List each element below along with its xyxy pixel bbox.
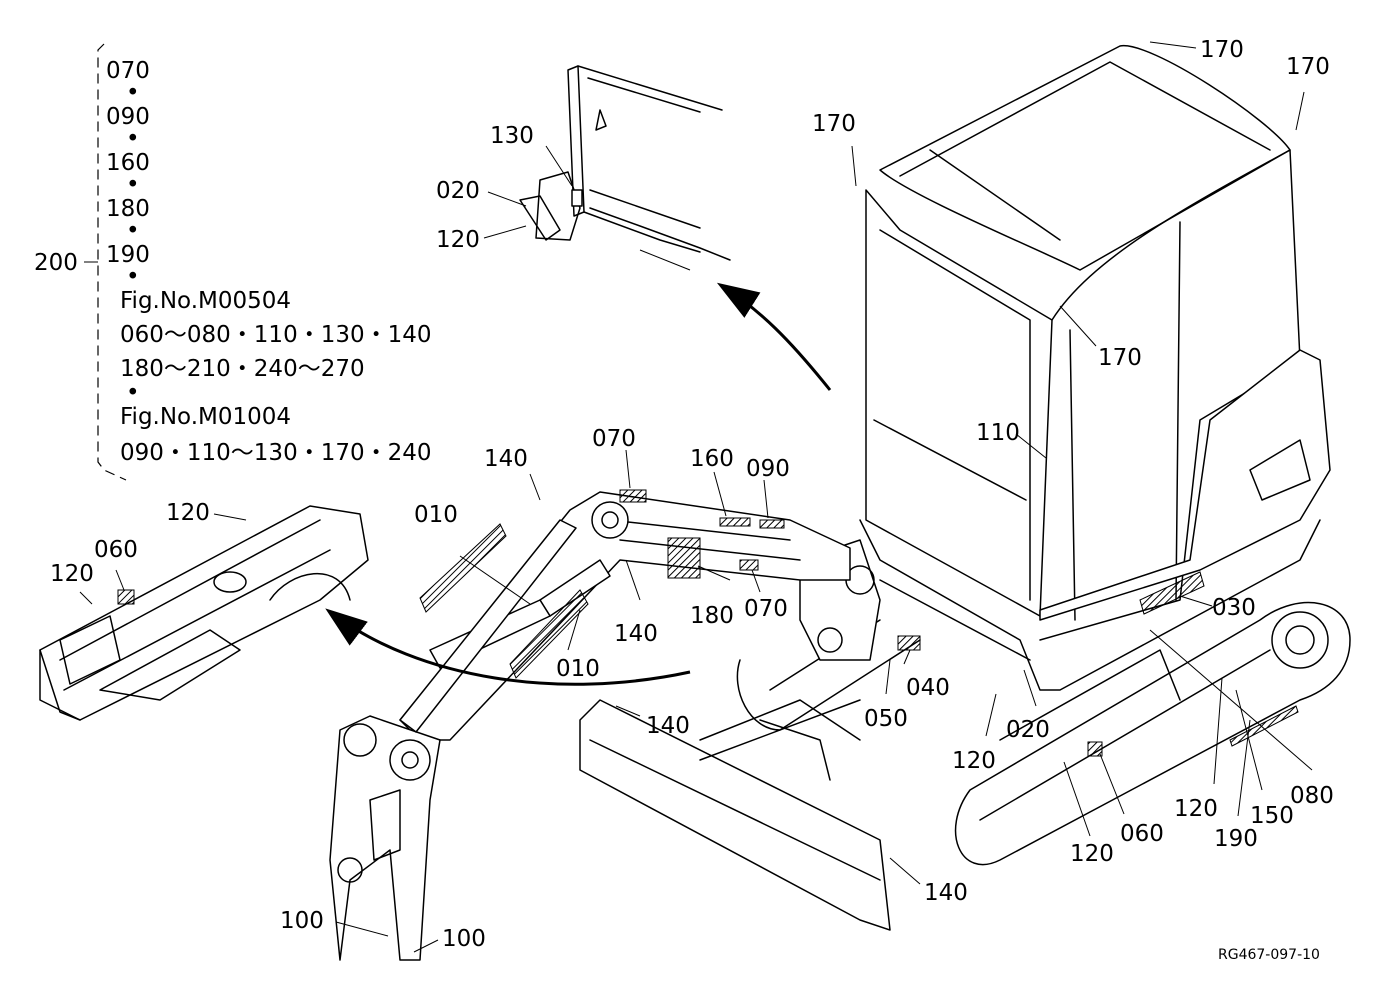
callouts: 130 020 120 170 170 170 170 110 120 060 … [50,37,1334,952]
legend-line: Fig.No.M01004 [120,404,291,430]
callout-160: 160 [690,446,734,472]
callout-020: 020 [436,178,480,204]
dozer-blade [579,699,891,931]
decal-070-top [619,489,647,503]
callout-030: 030 [1212,595,1256,621]
legend-separator-dot: • [126,264,140,290]
callout-050: 050 [864,706,908,732]
decals [117,489,1299,757]
callout-180: 180 [690,603,734,629]
decal-060-track [1087,741,1103,757]
legend-separator-dot: • [126,172,140,198]
callout-070: 070 [744,596,788,622]
legend-line: Fig.No.M00504 [120,288,291,314]
callout-150: 150 [1250,803,1294,829]
frame-body [39,505,369,721]
decal-030 [1139,571,1205,615]
callout-110: 110 [976,420,1020,446]
callout-130: 130 [490,123,534,149]
callout-120: 120 [1174,796,1218,822]
decal-010-left [419,523,507,613]
callout-170: 170 [1200,37,1244,63]
legend-bracket [97,43,127,481]
callout-010: 010 [414,502,458,528]
legend-line: 180 [106,196,150,222]
legend-separator-dot: • [126,218,140,244]
callout-140: 140 [614,621,658,647]
callout-100: 100 [442,926,486,952]
frame-detail [39,505,369,721]
callout-170: 170 [812,111,856,137]
cab-door-inset [519,65,731,271]
legend-line: 060～080・110・130・140 [120,322,432,348]
callout-120: 120 [166,500,210,526]
upper-frame [859,519,1321,691]
callout-070: 070 [592,426,636,452]
legend-separator-dot: • [126,80,140,106]
decal-090 [759,519,785,529]
cab-roof [879,45,1291,271]
legend-line: 090 [106,104,150,130]
callout-140: 140 [924,880,968,906]
track-left [736,639,921,731]
legend-separator-dot: • [126,126,140,152]
decal-010-mid [509,589,589,679]
track-frame [954,601,1351,866]
cab-front-glass [865,189,1053,617]
rear-body [1039,349,1331,621]
legend-line: 180～210・240～270 [120,356,365,382]
callout-090: 090 [746,456,790,482]
legend: 200 070•090•160•180•190•Fig.No.M00504060… [34,43,432,481]
legend-line: 160 [106,150,150,176]
legend-separator-dot: • [126,380,140,406]
callout-170: 170 [1098,345,1142,371]
decal-060-frame [117,589,135,605]
callout-010: 010 [556,656,600,682]
decal-190 [1229,705,1299,747]
callout-120: 120 [50,561,94,587]
decal-160 [719,517,751,527]
callout-190: 190 [1214,826,1258,852]
legend-line: 090・110～130・170・240 [120,440,432,466]
arrow-to-cab-inset [716,282,832,391]
callout-020: 020 [1006,717,1050,743]
callout-060: 060 [94,537,138,563]
legend-line: 190 [106,242,150,268]
callout-170: 170 [1286,54,1330,80]
callout-140: 140 [646,713,690,739]
callout-140: 140 [484,446,528,472]
figure-code: RG467-097-10 [1218,947,1320,963]
callout-060: 060 [1120,821,1164,847]
decal-070-mid [739,559,759,571]
decal-180 [667,537,701,579]
callout-120: 120 [952,748,996,774]
excavator-body [329,45,1351,961]
legend-group-number: 200 [34,250,78,276]
callout-040: 040 [906,675,950,701]
leader-lines [79,41,1313,953]
callout-120: 120 [436,227,480,253]
cab-side [1039,149,1301,641]
legend-lines: 070•090•160•180•190•Fig.No.M00504060～080… [106,58,432,466]
arrow-to-frame-detail [325,608,691,686]
callout-120: 120 [1070,841,1114,867]
legend-line: 070 [106,58,150,84]
callout-100: 100 [280,908,324,934]
callout-080: 080 [1290,783,1334,809]
decal-040 [897,635,921,651]
